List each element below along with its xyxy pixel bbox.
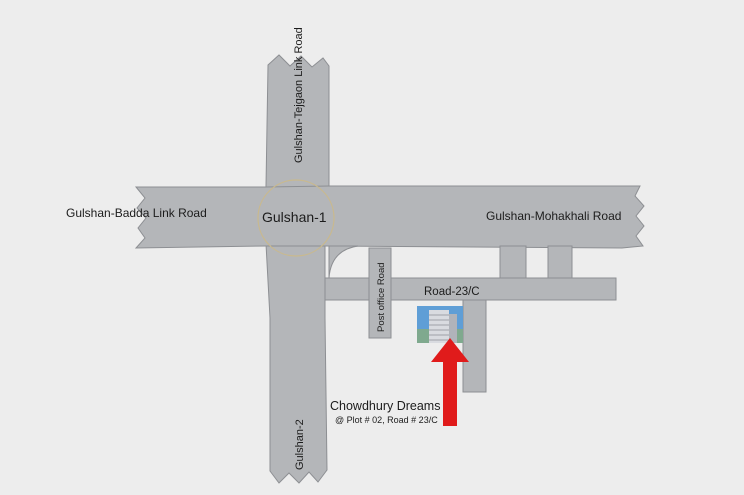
road-post-office [368, 247, 392, 339]
road-label-south: Gulshan-2 [294, 419, 306, 470]
road-stub-east [547, 245, 573, 279]
road-main-horizontal [134, 185, 645, 249]
road-corner-curve [328, 245, 359, 279]
road-label-23c: Road-23/C [424, 286, 480, 298]
road-label-north: Gulshan-Tejgaon Link Road [293, 27, 305, 163]
road-label-post-office: Post office Road [376, 262, 387, 332]
arrow-icon [431, 338, 469, 426]
road-label-west: Gulshan-Badda Link Road [66, 206, 207, 220]
roundabout-ring [257, 179, 335, 257]
destination-address: @ Plot # 02, Road # 23/C [335, 415, 438, 425]
road-main-vertical [265, 54, 330, 484]
destination-name: Chowdhury Dreams [330, 399, 440, 413]
landmark-label-circle: Gulshan-1 [262, 209, 327, 225]
road-network [134, 54, 645, 484]
building-icon [417, 306, 463, 343]
road-label-east: Gulshan-Mohakhali Road [486, 209, 621, 223]
road-south-spur [462, 299, 487, 393]
road-stub-middle [499, 245, 527, 279]
